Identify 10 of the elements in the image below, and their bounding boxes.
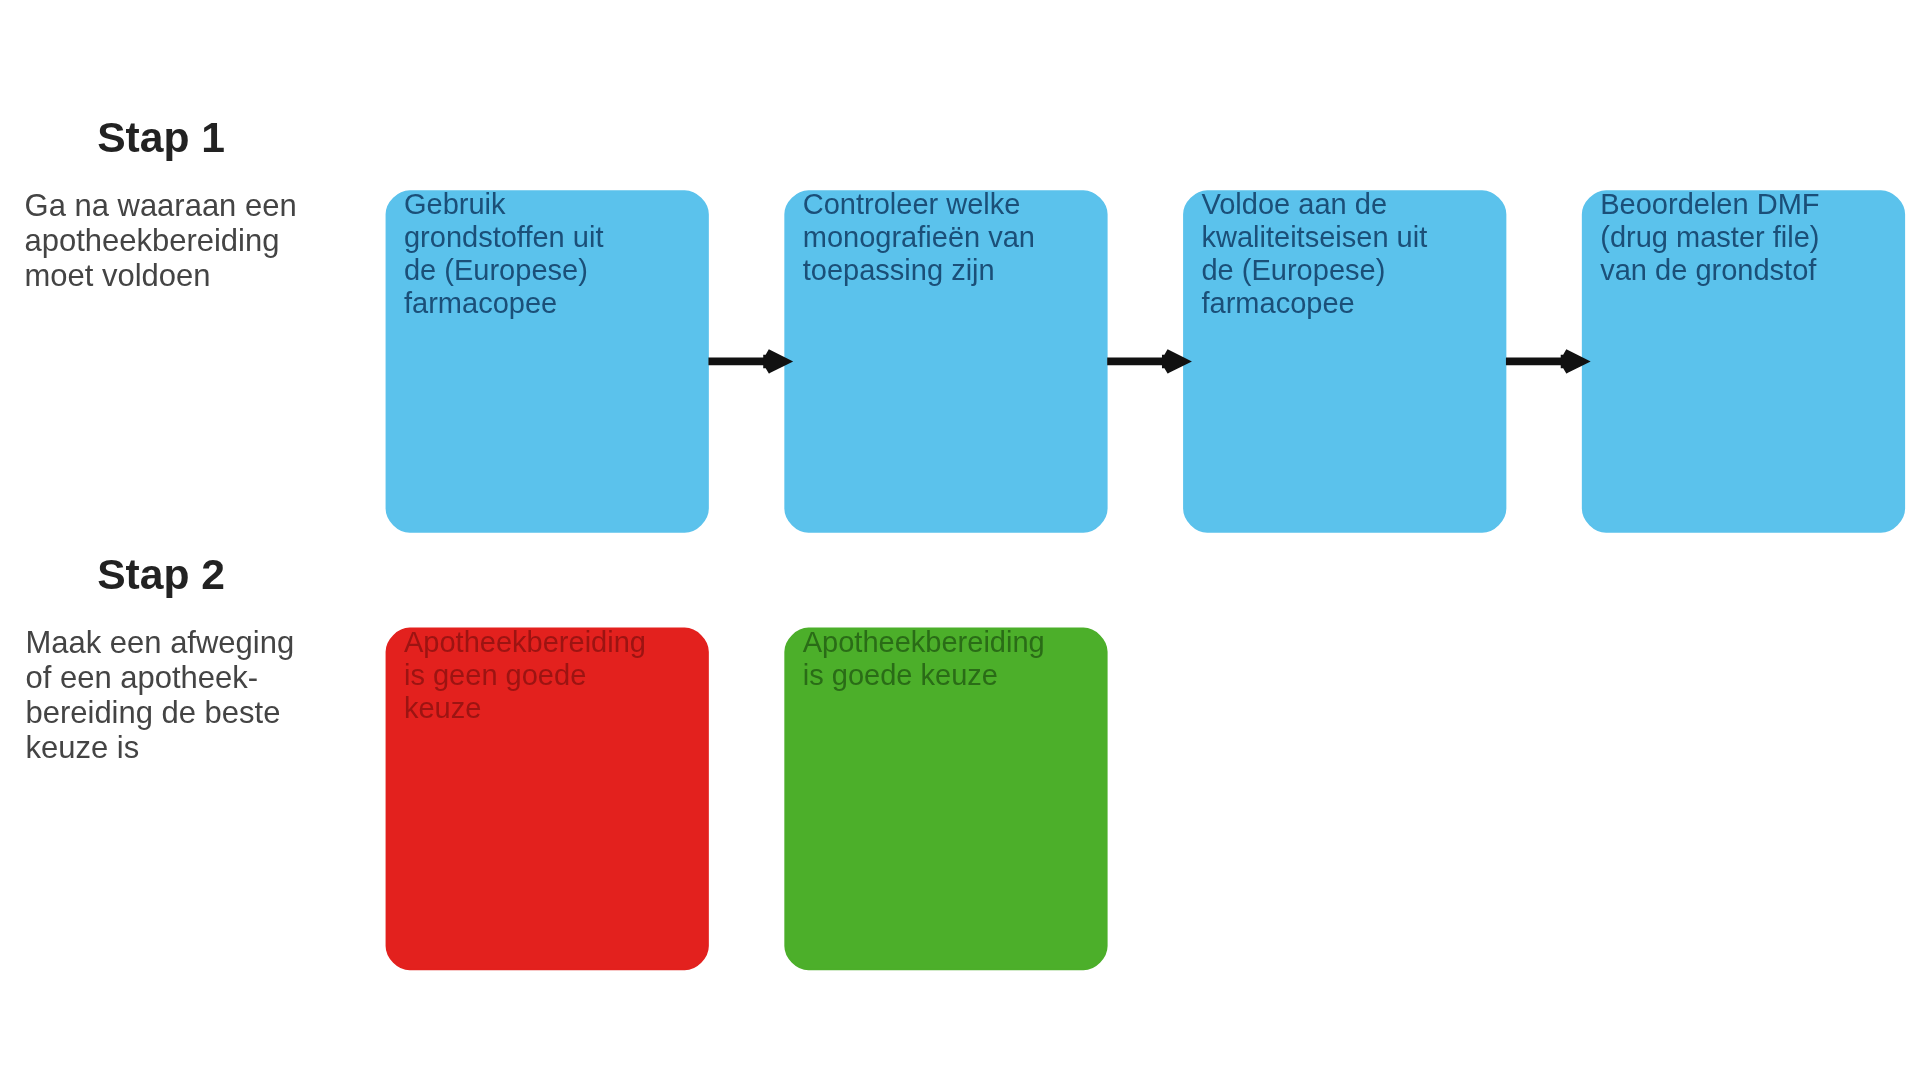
label: Maak een afweging of een apotheek- bereiding de beste keuze is — [25, 624, 295, 765]
node-box: Voldoe aan de kwaliteitseisen uit de (Europese) farmacopee — [1183, 189, 1507, 533]
label: Stap 2 — [97, 549, 225, 598]
node-box: Apotheekbereiding is goede keuze — [784, 627, 1108, 970]
node-box: Controleer welke monografieën van toepassing zijn — [784, 189, 1108, 533]
label: Stap 1 — [97, 112, 225, 161]
node-box: Beoordelen DMF (drug master file) van de grondstof — [1581, 189, 1906, 533]
node-box: Apotheekbereiding is geen goede keuze — [385, 627, 709, 970]
node-box: Gebruik grondstoffen uit de (Europese) farmacopee — [385, 189, 709, 533]
label: Ga na waaraan een apotheekbereiding moet voldoen — [24, 187, 297, 293]
